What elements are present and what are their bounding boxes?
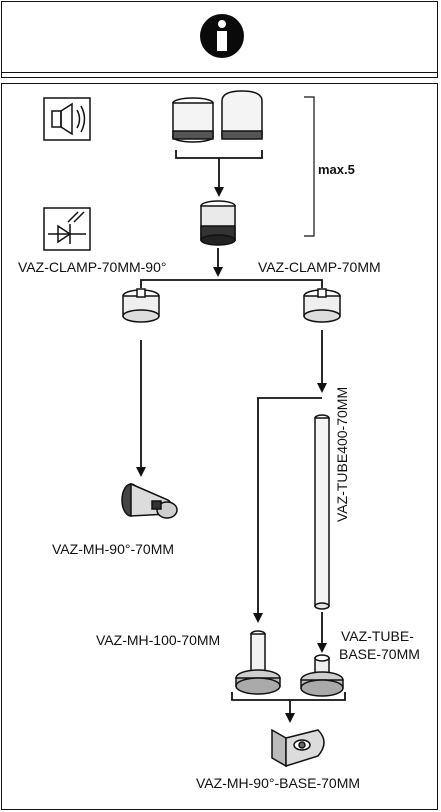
- info-header-panel: [1, 1, 438, 78]
- tube-base-label-line2: BASE-70MM: [339, 646, 420, 662]
- max-bracket: [304, 96, 315, 237]
- tube400-part: [314, 414, 330, 610]
- led-diode-icon: [43, 207, 91, 251]
- tube-base-label-line1: VAZ-TUBE-: [341, 628, 414, 644]
- base-bracket: [231, 692, 346, 701]
- info-icon: [200, 14, 244, 58]
- clamp-part: [303, 288, 341, 323]
- clamp-split-line: [140, 279, 323, 288]
- signal-module-dome: [221, 90, 263, 140]
- clamp-label: VAZ-CLAMP-70MM: [258, 259, 381, 275]
- mh-100-label: VAZ-MH-100-70MM: [96, 632, 221, 648]
- mh-90-base-part: [271, 728, 325, 768]
- module-bracket: [175, 150, 263, 159]
- tube400-label: VAZ-TUBE400-70MM: [334, 386, 350, 522]
- max-label: max.5: [318, 162, 355, 177]
- mounting-diagram-panel: [1, 83, 438, 810]
- clamp-90-label: VAZ-CLAMP-70MM-90°: [18, 259, 167, 275]
- mh-90-label: VAZ-MH-90°-70MM: [52, 541, 175, 557]
- base-module: [200, 200, 236, 246]
- mh-90-base-label: VAZ-MH-90°-BASE-70MM: [196, 775, 361, 791]
- signal-module-round: [172, 97, 214, 143]
- clamp-90-part: [122, 288, 160, 323]
- arrow-to-mh-100: [253, 397, 322, 623]
- tube-base-part: [300, 654, 344, 697]
- mh-90-part: [121, 482, 178, 519]
- speaker-icon: [43, 97, 91, 141]
- mh-100-part: [235, 630, 281, 695]
